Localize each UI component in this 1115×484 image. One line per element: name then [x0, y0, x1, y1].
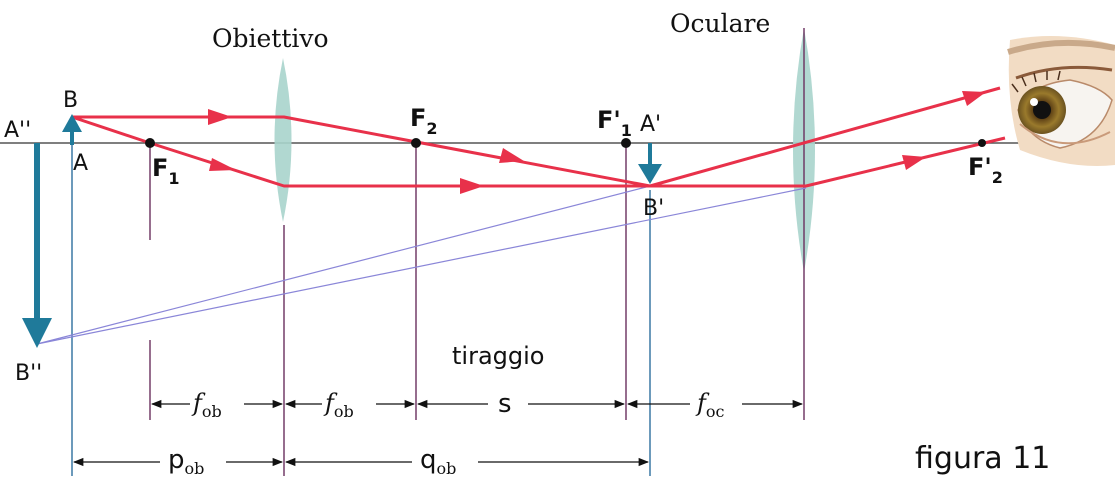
dimension-row-upper: fob fob s foc [150, 389, 804, 421]
ray-parallel [72, 115, 651, 188]
focal-label-F1: F1 [152, 154, 180, 188]
dim-label-s: s [498, 389, 512, 419]
ray-arrowhead [208, 109, 232, 125]
eye-icon [1007, 36, 1115, 166]
construction-line-2 [36, 187, 807, 345]
dim-label-p-ob: pob [168, 445, 204, 478]
eyepiece-label: Oculare [670, 9, 770, 38]
focal-label-F2-prime: F'2 [968, 153, 1003, 187]
final-image-arrow-head [22, 318, 52, 348]
eye-pupil [1033, 101, 1051, 119]
eye-highlight [1030, 98, 1038, 106]
ray-eyepiece-lower [650, 136, 1006, 188]
light-rays [71, 86, 1006, 188]
construction-line-1 [36, 185, 651, 345]
ray-arrowhead [902, 155, 926, 170]
dim-label-q-ob: qob [420, 445, 456, 478]
eye-brow [1007, 39, 1115, 55]
point-label-B-second: B'' [15, 361, 42, 386]
eye-lashes [1011, 70, 1061, 93]
point-label-A: A [73, 151, 88, 176]
focal-label-F1-prime: F'1 [597, 106, 632, 140]
dim-label-f-ob-1: fob [191, 389, 222, 421]
object-arrow-head [62, 114, 82, 132]
focal-point-F2 [411, 138, 421, 148]
ray-eyepiece-upper [649, 86, 1001, 188]
dim-label-f-oc: foc [695, 389, 725, 421]
objective-label: Obiettivo [212, 24, 329, 53]
point-label-A-second: A'' [4, 118, 31, 143]
dim-label-f-ob-2: fob [323, 389, 354, 421]
ray-arrowheads [208, 91, 986, 194]
figure-label: figura 11 [915, 441, 1050, 476]
point-label-B-prime: B' [643, 196, 664, 221]
image-arrow-head [638, 164, 662, 184]
objective-lens [274, 58, 292, 222]
point-label-B: B [63, 88, 78, 113]
point-label-A-prime: A' [640, 112, 661, 137]
dimension-row-lower: pob qob [72, 445, 650, 478]
ray-arrowhead [962, 91, 986, 106]
ray-arrowhead [499, 148, 524, 163]
eye-lower-lid [1019, 123, 1111, 145]
ray-arrowhead [209, 158, 236, 171]
focal-point-F2-prime [978, 139, 986, 147]
focal-label-F2: F2 [410, 104, 438, 138]
eye-upper-lid [1015, 65, 1113, 80]
focal-point-F1 [145, 138, 155, 148]
tiraggio-label: tiraggio [452, 342, 544, 370]
ray-arrowhead [460, 178, 484, 194]
focal-point-F1-prime [621, 138, 631, 148]
